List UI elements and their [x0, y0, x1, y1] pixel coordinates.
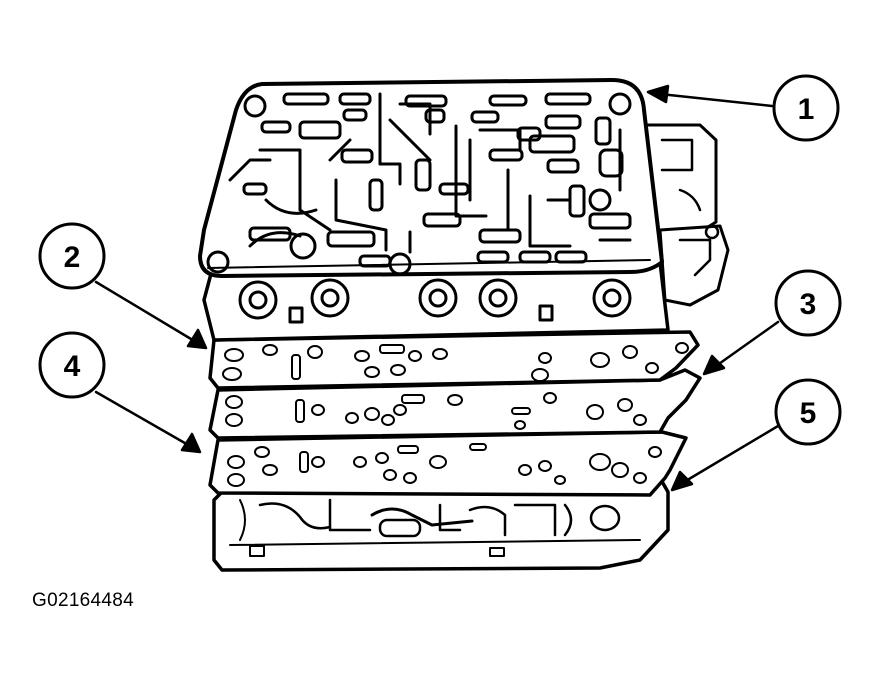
leader-line-2 — [94, 280, 198, 344]
callout-label-5: 5 — [800, 397, 817, 430]
leader-line-3 — [714, 320, 780, 368]
callout-circle-3: 3 — [774, 269, 842, 337]
separator-plate-lower — [208, 430, 688, 497]
arrowhead-4 — [180, 432, 202, 454]
callout-label-4: 4 — [64, 350, 81, 383]
lower-valve-body — [212, 476, 670, 572]
callout-circle-4: 4 — [38, 331, 106, 399]
figure-code: G02164484 — [32, 590, 135, 611]
leader-line-5 — [682, 424, 780, 484]
gasket-plate-middle — [208, 368, 702, 440]
leader-lines — [94, 84, 780, 492]
upper-valve-body — [198, 78, 730, 342]
callout-label-2: 2 — [64, 241, 81, 274]
arrowhead-2 — [186, 328, 208, 350]
callout-circle-2: 2 — [38, 222, 106, 290]
leader-line-1 — [658, 92, 774, 108]
callout-circle-5: 5 — [774, 378, 842, 446]
arrowhead-5 — [670, 470, 694, 492]
callout-circle-1: 1 — [772, 74, 840, 142]
callout-label-1: 1 — [798, 93, 815, 126]
callout-label-3: 3 — [800, 288, 817, 321]
separator-plate-upper — [208, 330, 700, 390]
arrowhead-1 — [646, 84, 670, 104]
leader-line-4 — [94, 390, 192, 448]
arrowhead-3 — [702, 354, 726, 376]
